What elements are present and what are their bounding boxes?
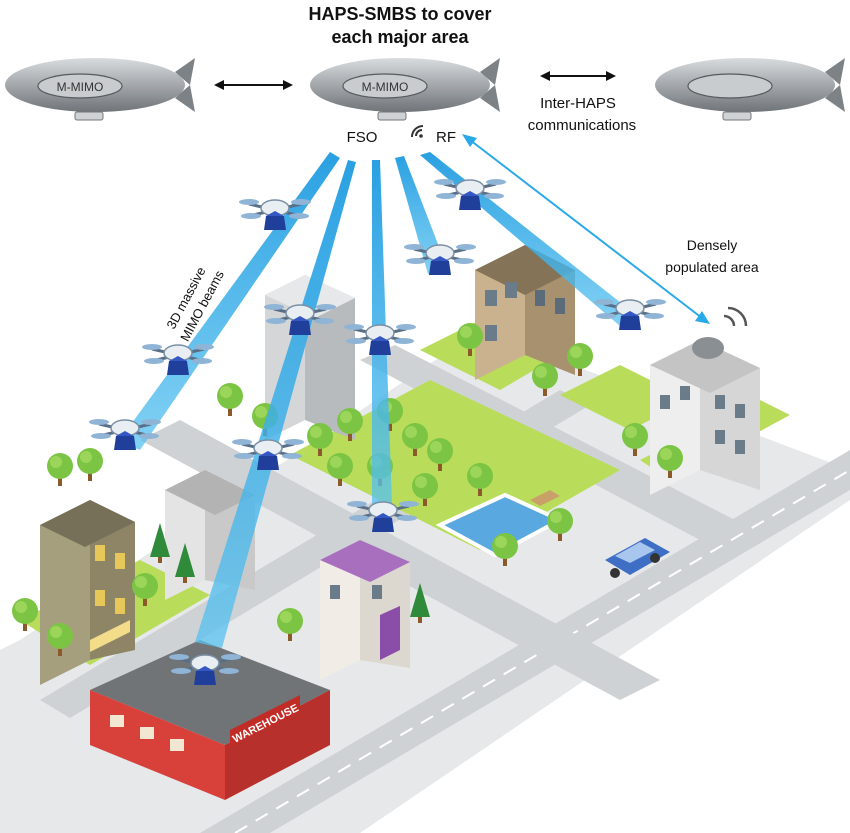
airship-left: M-MIMO <box>5 58 195 121</box>
inter-haps-line-2: communications <box>528 117 636 134</box>
rf-wave-icon <box>411 125 424 138</box>
airship-label: M-MIMO <box>362 80 409 94</box>
double-arrow-left <box>214 80 293 90</box>
tan-building <box>475 245 575 380</box>
purple-house <box>320 540 410 680</box>
warehouse: WAREHOUSE <box>90 640 330 800</box>
airship-center: M-MIMO <box>310 58 500 121</box>
title-line-1: HAPS-SMBS to cover <box>308 4 491 24</box>
dense-area-line-2: populated area <box>665 259 759 275</box>
title-line-2: each major area <box>331 27 469 47</box>
beam-2 <box>195 160 356 648</box>
rf-label: RF <box>436 129 456 146</box>
drone-icon <box>402 242 478 277</box>
park-bench <box>530 490 560 506</box>
airship-label: M-MIMO <box>57 80 104 94</box>
car <box>605 538 670 578</box>
double-arrow-right <box>540 71 616 81</box>
olive-building-left <box>40 500 135 685</box>
rf-link-arrow <box>462 134 710 324</box>
airship-right <box>655 58 845 121</box>
drone-icon <box>592 297 668 332</box>
drone-icon <box>237 197 313 232</box>
satellite-dish-icon <box>692 337 724 359</box>
beam-4 <box>395 156 448 274</box>
inter-haps-line-1: Inter-HAPS <box>540 95 616 112</box>
drone-icon <box>140 342 216 377</box>
fso-label: FSO <box>347 129 378 146</box>
dense-area-line-1: Densely <box>687 237 738 253</box>
